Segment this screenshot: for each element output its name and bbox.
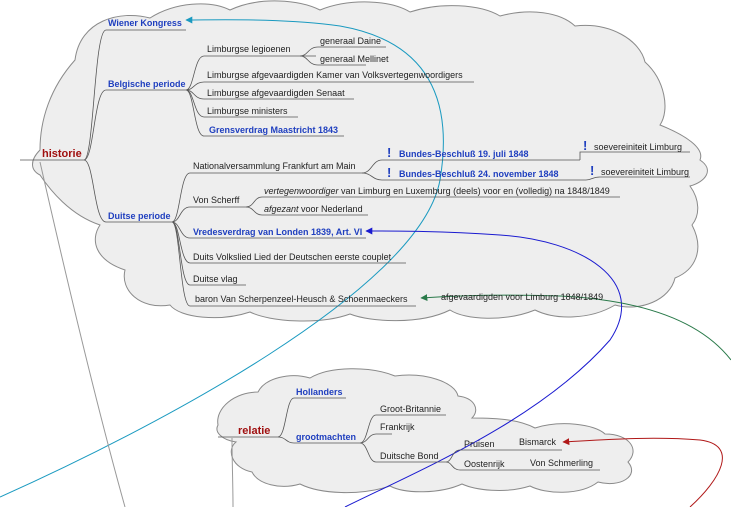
connector-cyan (0, 16, 444, 498)
node-frankrijk[interactable]: Frankrijk (380, 422, 415, 432)
node-duitsche-bond[interactable]: Duitsche Bond (380, 451, 439, 461)
node-bundes-beschluss-juli[interactable]: Bundes-Beschluß 19. juli 1848 (399, 149, 529, 159)
historie-cloud (32, 0, 708, 322)
node-generaal-mellinet[interactable]: generaal Mellinet (320, 54, 389, 64)
connector-blue (344, 227, 623, 507)
node-afgevaardigden-kamer[interactable]: Limburgse afgevaardigden Kamer van Volks… (207, 70, 463, 80)
node-belgische-periode[interactable]: Belgische periode (108, 79, 186, 89)
node-generaal-daine[interactable]: generaal Daine (320, 36, 382, 46)
node-oostenrijk[interactable]: Oostenrijk (464, 459, 505, 469)
node-grootmachten[interactable]: grootmachten (296, 432, 357, 442)
connector-gray-1 (39, 161, 126, 507)
node-soevereiniteit-1[interactable]: soevereiniteit Limburg (594, 142, 683, 152)
node-vertegenwoordiger[interactable]: vertegenwoordiger van Limburg en Luxembu… (264, 186, 610, 197)
relatie-branches (218, 397, 600, 471)
node-von-schmerling[interactable]: Von Schmerling (530, 458, 594, 468)
node-von-scherff[interactable]: Von Scherff (193, 195, 240, 205)
vertegenwoordiger-rest: van Limburg en Luxemburg (deels) voor en… (338, 186, 610, 196)
connector-green (420, 294, 731, 361)
node-duitse-vlag[interactable]: Duitse vlag (193, 274, 238, 284)
node-limburgse-ministers[interactable]: Limburgse ministers (207, 106, 288, 116)
exclamation-icon: ! (387, 145, 392, 160)
node-limburgse-legioenen[interactable]: Limburgse legioenen (207, 44, 291, 54)
node-grensverdrag[interactable]: Grensverdrag Maastricht 1843 (209, 125, 339, 135)
node-duitse-periode[interactable]: Duitse periode (108, 211, 171, 221)
exclamation-icon: ! (590, 163, 595, 178)
exclamation-icon: ! (583, 138, 588, 153)
exclamation-icon: ! (387, 165, 392, 180)
node-bundes-beschluss-november[interactable]: Bundes-Beschluß 24. november 1848 (399, 169, 559, 179)
node-wiener-kongress[interactable]: Wiener Kongress (108, 18, 182, 28)
relatie-cloud (216, 368, 634, 493)
connector-red (562, 437, 723, 507)
node-vredesverdrag[interactable]: Vredesverdrag van Londen 1839, Art. VI (193, 227, 363, 237)
node-hollanders[interactable]: Hollanders (296, 387, 343, 397)
node-relatie[interactable]: relatie (238, 425, 271, 437)
node-afgevaardigden-senaat[interactable]: Limburgse afgevaardigden Senaat (207, 88, 345, 98)
node-afgezant[interactable]: afgezant voor Nederland (264, 204, 363, 215)
node-afgevaardigden-1848[interactable]: afgevaardigden voor Limburg 1848/1849 (441, 292, 604, 302)
node-historie[interactable]: historie (42, 148, 82, 160)
node-van-scherpenzeel[interactable]: baron Van Scherpenzeel-Heusch & Schoenma… (195, 294, 408, 304)
vertegenwoordiger-italic: vertegenwoordiger (264, 186, 339, 196)
node-pruisen[interactable]: Pruisen (464, 439, 495, 449)
node-bismarck[interactable]: Bismarck (519, 437, 557, 447)
node-volkslied[interactable]: Duits Volkslied Lied der Deutschen eerst… (193, 252, 392, 262)
node-groot-brittannie[interactable]: Groot-Britannie (380, 404, 442, 414)
connector-gray-2 (231, 437, 234, 507)
afgezant-italic: afgezant (264, 204, 299, 214)
node-soevereiniteit-2[interactable]: soevereiniteit Limburg (601, 167, 690, 177)
historie-branches (20, 29, 690, 307)
node-nationalversammlung[interactable]: Nationalversammlung Frankfurt am Main (193, 161, 356, 171)
afgezant-rest: voor Nederland (298, 204, 363, 214)
